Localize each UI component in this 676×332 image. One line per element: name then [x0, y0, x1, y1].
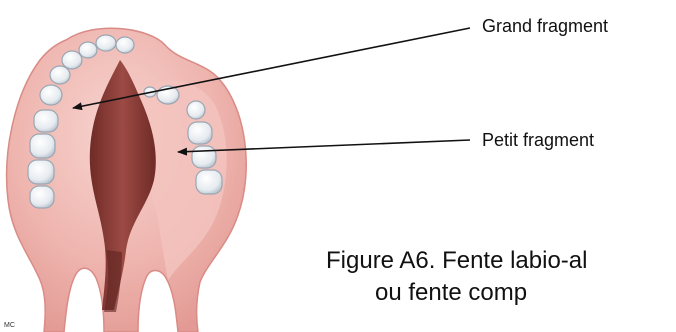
- tooth: [40, 85, 62, 105]
- petit-fragment-label: Petit fragment: [482, 130, 594, 150]
- tooth: [192, 146, 216, 168]
- tooth: [116, 37, 134, 53]
- tooth: [196, 170, 222, 194]
- artist-signature: MC: [4, 322, 15, 329]
- figure-caption-line-1: Figure A6. Fente labio-al: [326, 247, 587, 274]
- tooth: [28, 160, 54, 184]
- tooth: [96, 35, 116, 51]
- palate-illustration: MC: [4, 28, 246, 332]
- tooth: [79, 42, 97, 58]
- tooth: [187, 101, 205, 119]
- tooth: [62, 51, 82, 69]
- grand-fragment-label: Grand fragment: [482, 16, 608, 36]
- figure-caption-line-2: ou fente comp: [375, 279, 527, 306]
- tooth: [34, 110, 58, 132]
- tooth: [30, 134, 55, 158]
- tooth: [188, 122, 212, 144]
- tooth: [30, 186, 54, 208]
- tooth: [50, 66, 70, 84]
